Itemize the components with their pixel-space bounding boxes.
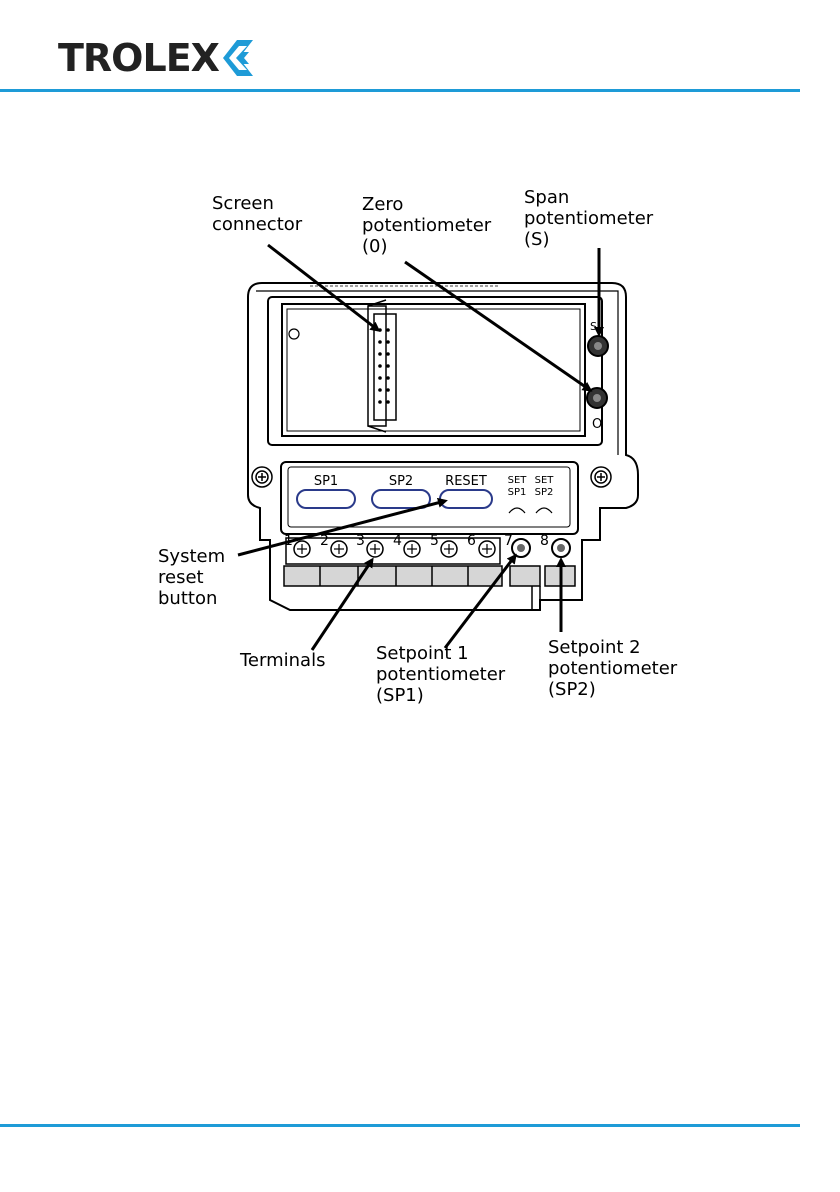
label-line: Setpoint 2 — [548, 637, 677, 658]
label-line: Screen — [212, 193, 302, 214]
set-sp2-label-top: SET — [535, 475, 555, 486]
label-line: potentiometer — [376, 664, 505, 685]
right-screw — [591, 467, 611, 487]
screen-connector — [368, 300, 396, 432]
span-potentiometer — [588, 336, 608, 356]
terminal-number: 7 — [504, 533, 513, 549]
sp2-button[interactable] — [372, 490, 430, 508]
span-marker: S — [590, 320, 597, 333]
sp2-button-label: SP2 — [389, 474, 413, 489]
set-sp2-label-bottom: SP2 — [535, 487, 554, 498]
label-line: potentiometer — [524, 208, 653, 229]
label-line: potentiometer — [548, 658, 677, 679]
sp1-potentiometer — [512, 539, 530, 557]
label-line: System — [158, 546, 225, 567]
terminal-number: 6 — [467, 533, 476, 549]
left-screw — [252, 467, 272, 487]
terminal-number: 8 — [540, 533, 549, 549]
mounting-hole — [289, 329, 299, 339]
label-setpoint2-potentiometer: Setpoint 2 potentiometer (SP2) — [548, 637, 677, 700]
label-zero-potentiometer: Zero potentiometer (0) — [362, 194, 491, 257]
reset-button-label: RESET — [445, 474, 487, 489]
footer-divider — [0, 1124, 800, 1127]
arrow-zero-potentiometer — [405, 262, 590, 390]
label-line: connector — [212, 214, 302, 235]
terminal-number: 2 — [320, 533, 329, 549]
set-sp1-indicator-icon — [509, 508, 525, 513]
sp2-potentiometer — [552, 539, 570, 557]
terminal-number: 4 — [393, 533, 402, 549]
label-setpoint1-potentiometer: Setpoint 1 potentiometer (SP1) — [376, 643, 505, 706]
label-line: Zero — [362, 194, 491, 215]
arrow-screen-connector — [268, 245, 378, 330]
label-line: reset — [158, 567, 225, 588]
set-sp1-label-bottom: SP1 — [508, 487, 527, 498]
set-sp2-indicator-icon — [536, 508, 552, 513]
zero-marker: O — [592, 417, 602, 432]
reset-button[interactable] — [440, 490, 492, 508]
label-screen-connector: Screen connector — [212, 193, 302, 235]
sp1-button-label: SP1 — [314, 474, 338, 489]
label-line: Setpoint 1 — [376, 643, 505, 664]
set-sp1-label-top: SET — [508, 475, 528, 486]
label-line: (0) — [362, 236, 491, 257]
label-span-potentiometer: Span potentiometer (S) — [524, 187, 653, 250]
label-line: potentiometer — [362, 215, 491, 236]
label-line: (S) — [524, 229, 653, 250]
sp1-button[interactable] — [297, 490, 355, 508]
label-line: (SP1) — [376, 685, 505, 706]
label-terminals: Terminals — [240, 650, 325, 671]
device-housing — [248, 283, 638, 610]
label-line: Span — [524, 187, 653, 208]
label-line: (SP2) — [548, 679, 677, 700]
label-line: Terminals — [240, 650, 325, 671]
terminal-number: 3 — [356, 533, 365, 549]
zero-potentiometer — [587, 388, 607, 408]
label-line: button — [158, 588, 225, 609]
callout-arrows — [238, 245, 599, 650]
terminal-number: 5 — [430, 533, 439, 549]
label-system-reset-button: System reset button — [158, 546, 225, 609]
